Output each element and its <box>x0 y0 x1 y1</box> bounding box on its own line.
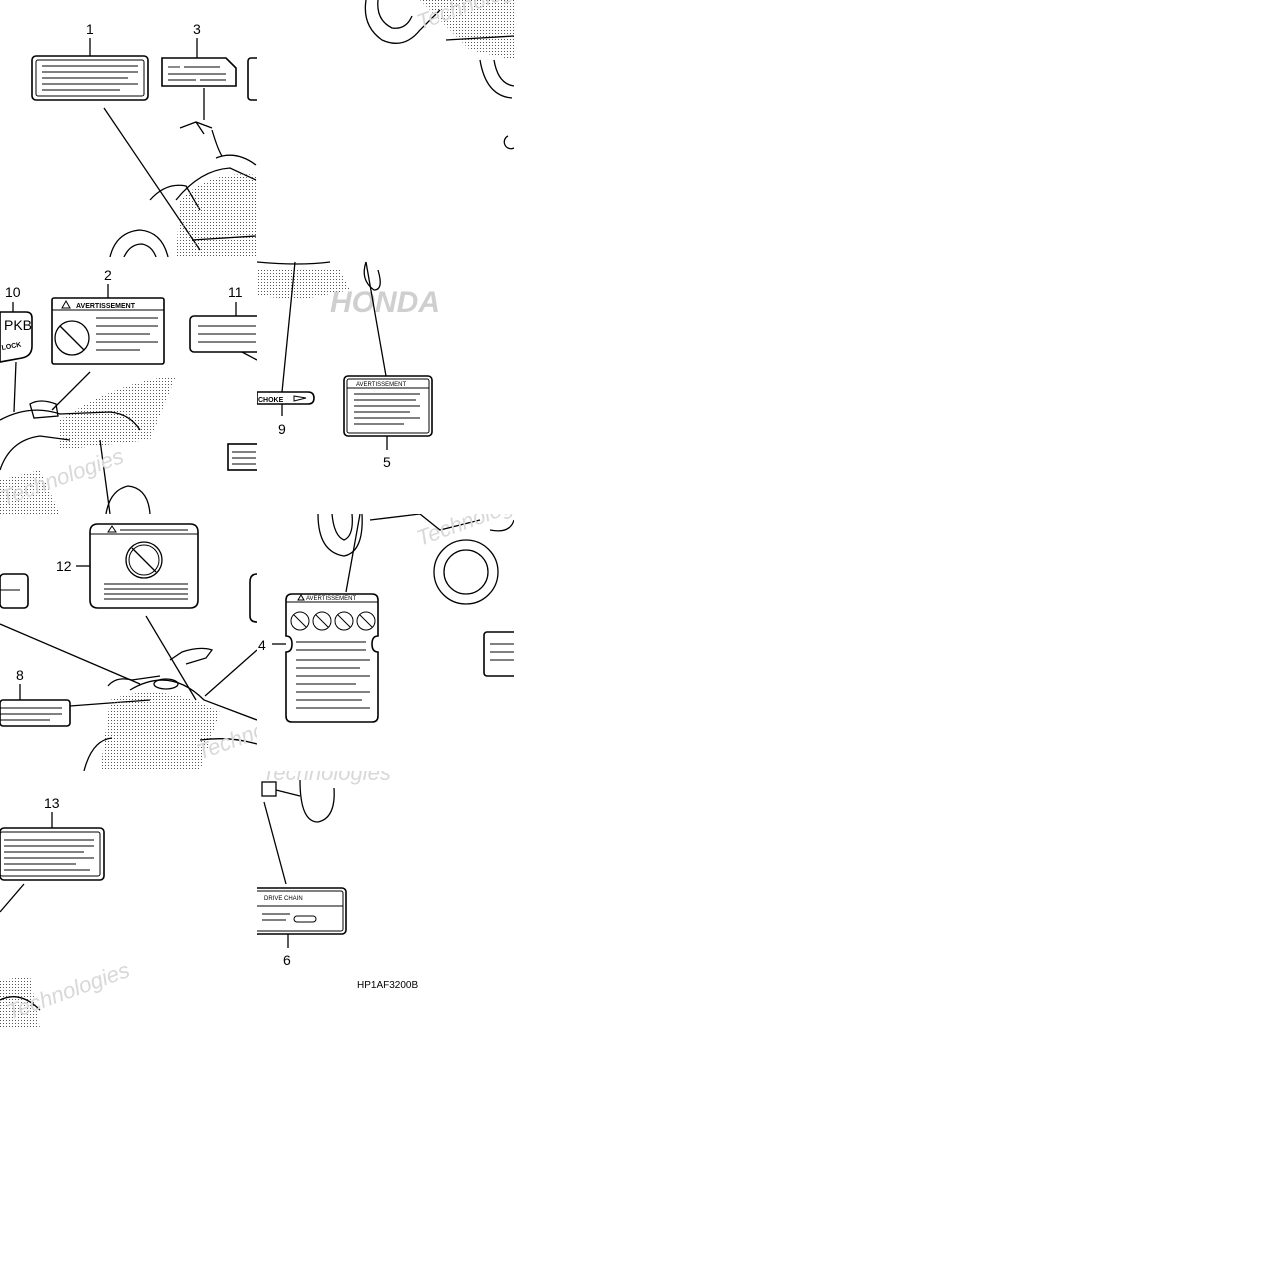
tile-7: Technologies 13 <box>0 795 133 1028</box>
tile-6: AVERTISSEMENT Technologies 4 <box>258 483 543 723</box>
callout-1: 1 <box>86 21 94 37</box>
callout-4: 4 <box>258 637 266 653</box>
label-12-sticker <box>89 523 199 609</box>
callout-10: 10 <box>5 284 21 300</box>
label-9-choke: CHOKE <box>257 391 315 405</box>
label-3-sticker <box>161 57 237 87</box>
callout-3: 3 <box>193 21 201 37</box>
honda-watermark: HONDA <box>330 286 440 319</box>
label-5-heading: AVERTISSEMENT <box>356 382 406 388</box>
tile-1: 1 3 <box>31 21 257 257</box>
label-11-sticker <box>189 315 257 353</box>
callout-2: 2 <box>104 267 112 283</box>
callout-13: 13 <box>44 795 60 811</box>
label-13-sticker <box>0 827 105 881</box>
callout-11: 11 <box>228 284 243 300</box>
callout-5: 5 <box>383 454 391 470</box>
label-5-warning: AVERTISSEMENT <box>343 375 433 437</box>
label-1-sticker <box>31 55 149 101</box>
label-6-drive-chain: DRIVE CHAIN <box>257 887 347 935</box>
tile-4: HONDA CHOKE AVERTISSEMENT 9 5 <box>257 261 440 470</box>
label-10-pkb-lock: PKB LOCK <box>0 311 33 363</box>
watermark-text-6: Technologies <box>413 483 543 551</box>
choke-text: CHOKE <box>258 397 284 404</box>
tile-2: Technologies <box>364 0 514 150</box>
lock-text: LOCK <box>1 342 22 352</box>
atv-front-sketch <box>109 121 257 257</box>
label-2-warning: AVERTISSEMENT <box>51 297 165 365</box>
callout-9: 9 <box>278 421 286 437</box>
pkb-text: PKB <box>4 317 32 333</box>
tile-5: Technologies 12 8 <box>0 523 257 771</box>
callout-6: 6 <box>283 952 291 968</box>
watermark-text-8: Technologies <box>262 760 391 785</box>
atv-rear-sketch <box>0 376 176 514</box>
atv-side-sketch <box>83 647 257 771</box>
tile-3: PKB LOCK AVERTISSEMENT <box>0 267 257 514</box>
label-2-heading: AVERTISSEMENT <box>76 303 136 310</box>
label-4-warning: AVERTISSEMENT <box>285 593 379 723</box>
tile-8: DRIVE CHAIN Technologies 6 <box>257 760 391 968</box>
diagram-code: HP1AF3200B <box>357 980 418 991</box>
label-4-heading: AVERTISSEMENT <box>306 596 356 602</box>
drive-chain-text: DRIVE CHAIN <box>264 896 303 902</box>
callout-8: 8 <box>16 667 24 683</box>
callout-12: 12 <box>56 558 72 574</box>
label-8-sticker <box>0 699 71 727</box>
